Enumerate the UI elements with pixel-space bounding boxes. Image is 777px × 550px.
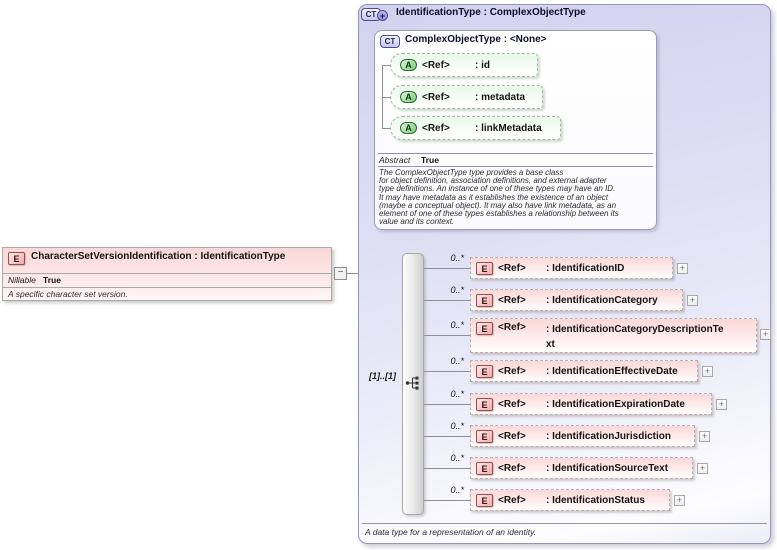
element-name: : IdentificationExpirationDate bbox=[546, 398, 685, 410]
element-ref: <Ref> bbox=[498, 398, 526, 410]
type-annotation: A data type for a representation of an i… bbox=[365, 527, 537, 537]
attribute-ref: <Ref> bbox=[422, 122, 450, 134]
attribute-ref: <Ref> bbox=[422, 91, 450, 103]
facet-separator bbox=[378, 153, 653, 154]
element-ref: <Ref> bbox=[498, 430, 526, 442]
element-IdentificationSourceText[interactable]: E <Ref> : IdentificationSourceText bbox=[470, 457, 693, 479]
complex-type-global-icon: CT + bbox=[361, 8, 388, 21]
element-name: : IdentificationEffectiveDate bbox=[546, 365, 678, 377]
sequence-occurs: [1]..[1] bbox=[369, 371, 396, 381]
element-icon: E bbox=[476, 397, 493, 411]
element-occurs: 0..* bbox=[450, 485, 464, 495]
element-icon: E bbox=[476, 293, 493, 307]
element-IdentificationCategoryDescriptionText[interactable]: E <Ref> : IdentificationCategoryDescript… bbox=[470, 318, 757, 353]
element-IdentificationID[interactable]: E <Ref> : IdentificationID bbox=[470, 257, 673, 279]
element-ref: <Ref> bbox=[498, 294, 526, 306]
element-connector-line bbox=[424, 500, 470, 501]
element-connector-line bbox=[424, 371, 470, 372]
abstract-label: Abstract bbox=[379, 155, 411, 165]
attribute-name: : linkMetadata bbox=[475, 122, 542, 134]
ct-badge-label: CT bbox=[365, 10, 377, 19]
expand-button[interactable]: + bbox=[687, 295, 698, 306]
element-name: : IdentificationStatus bbox=[546, 494, 645, 506]
type-panel-title: IdentificationType : ComplexObjectType bbox=[396, 7, 586, 18]
element-occurs: 0..* bbox=[450, 320, 464, 330]
element-connector-line bbox=[424, 404, 470, 405]
element-name: : IdentificationCategoryDescriptionTe xt bbox=[546, 324, 724, 350]
element-name: : IdentificationCategory bbox=[546, 294, 658, 306]
element-connector-line bbox=[424, 468, 470, 469]
element-ref: <Ref> bbox=[498, 462, 526, 474]
element-icon: E bbox=[8, 252, 25, 265]
facet-separator bbox=[3, 273, 331, 274]
attribute-stub-line bbox=[382, 97, 391, 98]
element-connector-line bbox=[424, 436, 470, 437]
element-icon: E bbox=[476, 429, 493, 443]
attribute-ref: <Ref> bbox=[422, 59, 450, 71]
attribute-linkMetadata[interactable]: A <Ref> : linkMetadata bbox=[390, 116, 561, 140]
facet-separator bbox=[3, 287, 331, 288]
nillable-label: Nillable bbox=[8, 275, 36, 285]
element-IdentificationEffectiveDate[interactable]: E <Ref> : IdentificationEffectiveDate bbox=[470, 360, 698, 382]
element-occurs: 0..* bbox=[450, 389, 464, 399]
plus-circle-icon: + bbox=[377, 10, 388, 21]
expand-button[interactable]: + bbox=[716, 399, 727, 410]
attribute-name: : id bbox=[475, 59, 490, 71]
element-icon: E bbox=[476, 364, 493, 378]
attribute-stub-line bbox=[382, 65, 391, 66]
base-type-title: ComplexObjectType : <None> bbox=[405, 34, 547, 45]
element-icon: E bbox=[476, 493, 493, 507]
element-name: : IdentificationID bbox=[546, 262, 625, 274]
complex-type-icon: CT bbox=[380, 35, 400, 48]
expand-button[interactable]: + bbox=[702, 366, 713, 377]
expand-button[interactable]: + bbox=[697, 463, 708, 474]
facet-separator bbox=[378, 166, 653, 167]
element-box[interactable] bbox=[2, 247, 332, 301]
element-occurs: 0..* bbox=[450, 285, 464, 295]
expand-button[interactable]: + bbox=[699, 431, 710, 442]
element-ref: <Ref> bbox=[498, 365, 526, 377]
element-icon: E bbox=[476, 461, 493, 475]
element-connector-line bbox=[424, 300, 470, 301]
element-IdentificationCategory[interactable]: E <Ref> : IdentificationCategory bbox=[470, 289, 683, 311]
attribute-icon: A bbox=[400, 59, 417, 71]
ct-badge-label: CT bbox=[384, 37, 396, 46]
annotation-separator bbox=[362, 523, 767, 524]
collapse-button[interactable]: − bbox=[334, 267, 347, 280]
element-occurs: 0..* bbox=[450, 453, 464, 463]
element-ref: <Ref> bbox=[498, 322, 526, 333]
element-IdentificationStatus[interactable]: E <Ref> : IdentificationStatus bbox=[470, 489, 670, 511]
nillable-value: True bbox=[43, 275, 61, 285]
element-IdentificationJurisdiction[interactable]: E <Ref> : IdentificationJurisdiction bbox=[470, 425, 695, 447]
element-IdentificationExpirationDate[interactable]: E <Ref> : IdentificationExpirationDate bbox=[470, 393, 712, 415]
element-occurs: 0..* bbox=[450, 421, 464, 431]
element-annotation: A specific character set version. bbox=[8, 289, 128, 299]
expand-button[interactable]: + bbox=[760, 329, 771, 340]
base-type-description: The ComplexObjectType type provides a ba… bbox=[379, 168, 619, 227]
connector-line bbox=[347, 273, 358, 274]
element-occurs: 0..* bbox=[450, 253, 464, 263]
element-occurs: 0..* bbox=[450, 356, 464, 366]
element-icon: E bbox=[476, 261, 493, 275]
attribute-icon: A bbox=[400, 122, 417, 134]
expand-button[interactable]: + bbox=[677, 263, 688, 274]
attribute-id[interactable]: A <Ref> : id bbox=[390, 53, 538, 77]
element-connector-line bbox=[424, 335, 470, 336]
sequence-icon bbox=[405, 376, 419, 390]
element-name: : IdentificationSourceText bbox=[546, 462, 669, 474]
element-connector-line bbox=[424, 268, 470, 269]
attribute-name: : metadata bbox=[475, 91, 526, 103]
element-title: CharacterSetVersionIdentification : Iden… bbox=[31, 251, 286, 262]
element-name: : IdentificationJurisdiction bbox=[546, 430, 672, 442]
element-ref: <Ref> bbox=[498, 494, 526, 506]
attribute-stub-line bbox=[382, 128, 391, 129]
element-icon: E bbox=[476, 322, 493, 335]
attribute-metadata[interactable]: A <Ref> : metadata bbox=[390, 85, 543, 109]
expand-button[interactable]: + bbox=[674, 495, 685, 506]
attribute-icon: A bbox=[400, 91, 417, 103]
abstract-value: True bbox=[421, 155, 439, 165]
element-ref: <Ref> bbox=[498, 262, 526, 274]
